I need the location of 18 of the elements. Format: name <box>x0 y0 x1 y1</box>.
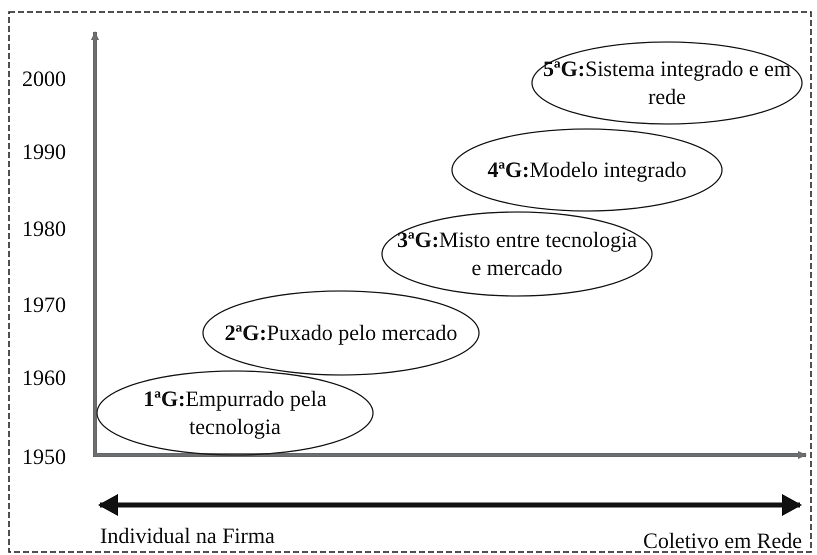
year-tick-label: 2000 <box>22 66 66 92</box>
year-tick-label: 1990 <box>22 139 66 165</box>
year-tick-label: 1950 <box>22 444 66 470</box>
ellipse-node <box>203 291 479 375</box>
ellipse-node <box>97 371 373 455</box>
generation-label: 1ªG:Empurrado pela tecnologia <box>142 385 328 441</box>
generation-label: 2ªG:Puxado pelo mercado <box>224 319 458 347</box>
scale-end-label: Coletivo em Rede <box>643 528 802 554</box>
ellipse-node <box>452 129 722 211</box>
generation-label: 3ªG:Misto entre tecnologia e mercado <box>396 226 638 282</box>
generation-label: 5ªG:Sistema integrado e em rede <box>542 55 792 111</box>
year-tick-label: 1980 <box>22 216 66 242</box>
scale-end-label: Individual na Firma <box>100 523 275 549</box>
year-tick-label: 1960 <box>22 365 66 391</box>
ellipse-node <box>532 42 802 124</box>
ellipse-node <box>382 212 652 296</box>
generation-label: 4ªG:Modelo integrado <box>486 156 688 184</box>
year-tick-label: 1970 <box>22 292 66 318</box>
